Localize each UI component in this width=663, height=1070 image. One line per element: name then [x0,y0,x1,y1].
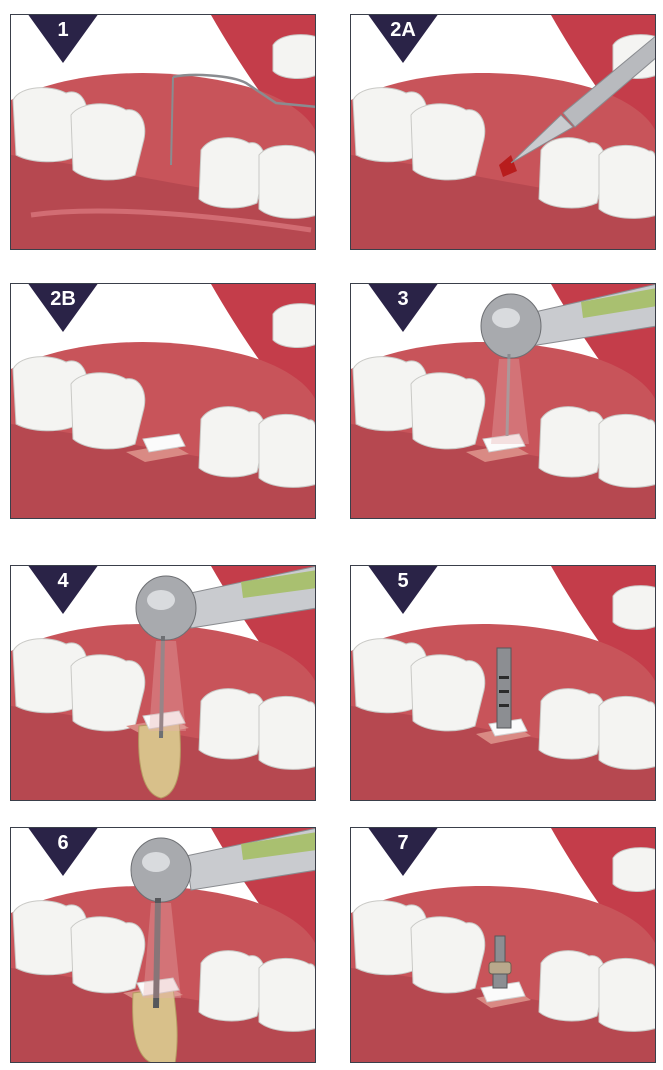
step-number: 1 [27,19,99,42]
step-badge: 6 [27,827,99,876]
step-number: 3 [367,288,439,311]
panel-step-5: 5 [350,565,656,801]
panel-step-7: 7 [350,827,656,1063]
panel-step-3: 3 [350,283,656,519]
panel-step-6: 6 [10,827,316,1063]
step-badge: 2B [27,283,99,332]
panel-step-2a: 2A [350,14,656,250]
step-number: 4 [27,570,99,593]
step-badge: 7 [367,827,439,876]
step-badge: 2A [367,14,439,63]
step-number: 7 [367,832,439,855]
panel-step-4: 4 [10,565,316,801]
step-number: 2B [27,288,99,311]
step-badge: 1 [27,14,99,63]
step-number: 6 [27,832,99,855]
step-badge: 3 [367,283,439,332]
step-number: 2A [367,19,439,42]
step-number: 5 [367,570,439,593]
step-badge: 4 [27,565,99,614]
step-badge: 5 [367,565,439,614]
depth-gauge [497,648,511,728]
panel-step-1: 1 [10,14,316,250]
panel-step-2b: 2B [10,283,316,519]
